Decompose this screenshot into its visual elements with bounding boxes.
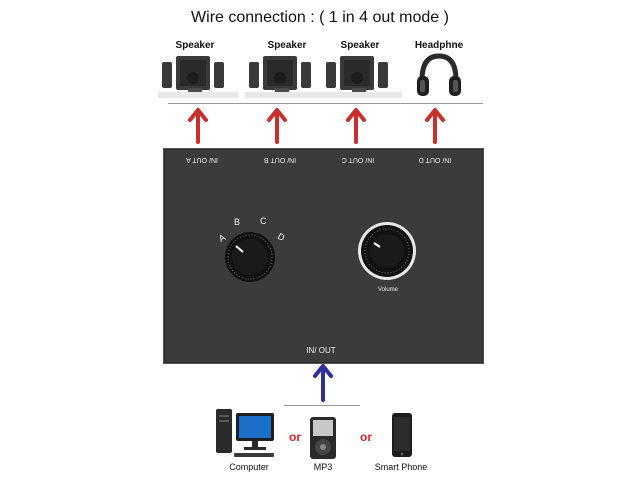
selector-letter-b: B [234,217,241,227]
output-label-d: Headphne [414,40,464,51]
port-label-c: IN/ OUT C [341,156,375,163]
computer-icon [216,409,274,457]
selector-knob[interactable] [223,230,277,284]
mp3-player-icon [310,417,336,459]
source-label-computer: Computer [229,462,269,472]
input-divider [284,405,360,406]
or-separator: or [289,430,301,444]
smartphone-icon [392,413,412,457]
arrow-up-icon [188,108,208,144]
speaker-set-icon [322,56,402,98]
port-label-b: IN/ OUT B [263,156,297,163]
output-label-b: Speaker [267,40,307,51]
output-label-a: Speaker [175,40,215,51]
port-label-d: IN/ OUT D [418,156,452,163]
input-port-label: IN/ OUT [306,346,336,355]
port-label-a: IN/ OUT A [186,156,218,163]
diagram-title: Wire connection : ( 1 in 4 out mode ) [191,9,449,26]
arrow-up-icon [346,108,366,144]
selector-letter-c: C [260,216,267,226]
volume-label: Volume [377,287,398,293]
or-separator: or [360,430,372,444]
headphones-icon [417,53,461,96]
volume-knob[interactable] [356,220,418,282]
output-label-c: Speaker [340,40,380,51]
arrow-up-icon [267,108,287,144]
speaker-set-icon [158,56,238,98]
switch-panel [163,148,484,364]
arrow-up-icon [425,108,445,144]
speaker-set-icon [245,56,325,98]
source-label-smartphone: Smart Phone [374,462,428,472]
source-label-mp3: MP3 [313,462,333,472]
arrow-up-icon [313,364,333,402]
output-divider [168,103,483,104]
